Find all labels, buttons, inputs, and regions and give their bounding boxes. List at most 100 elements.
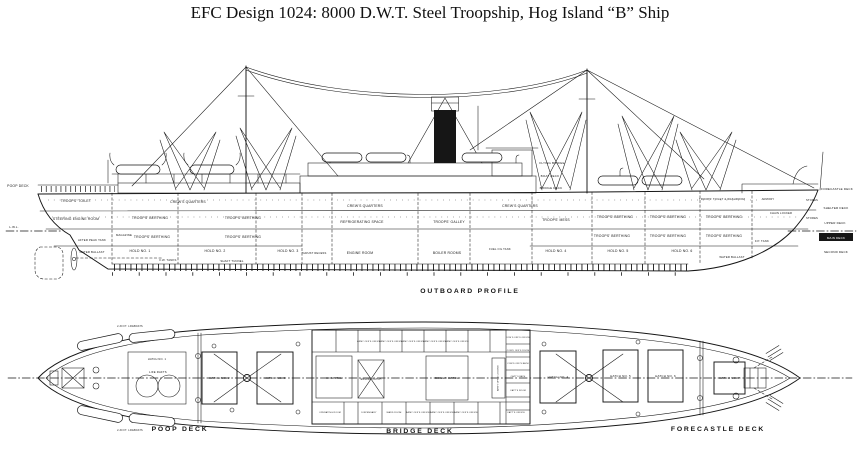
poop-house	[117, 182, 301, 194]
compartment-label: TROOPS' BERTHING	[132, 216, 168, 220]
forecastle-break	[699, 340, 704, 416]
hatch	[713, 361, 746, 395]
compartment-label: MAGAZINE	[116, 233, 132, 237]
deck-level-label: SHELTER DECK	[824, 206, 849, 210]
hatch	[602, 349, 639, 403]
hatch-label: HATCH NO. 5	[610, 374, 631, 378]
room-label: ENGINE HATCH	[361, 378, 382, 381]
compartment-label: TROOPS' TOILET & WASHROOM	[699, 197, 746, 201]
deck-caption: BRIDGE DECK	[386, 428, 453, 435]
mainmast-plan	[243, 374, 251, 382]
kingpost-circles	[195, 353, 703, 403]
room-label: ARMY OFF'S OFFICE	[357, 340, 381, 343]
funnel-collar	[431, 96, 459, 112]
aerial-wires	[245, 66, 588, 98]
room-label: ARMY OFF'S OFFICE	[423, 340, 447, 343]
hatch-label: HATCH NO. 6	[655, 374, 676, 378]
compartment-label: HOLD NO. 1	[129, 249, 150, 253]
jackstaff	[819, 151, 824, 191]
deck-level-label: UPPER DECK	[824, 221, 845, 225]
deck-level-label: POOP DECK	[7, 184, 29, 188]
compartment-label: TROOPS' BERTHING	[706, 215, 742, 219]
funnel-guys	[407, 97, 483, 164]
compartment-label: HOLD NO. 4	[545, 249, 566, 253]
compartment-label: HOLD NO. 2	[204, 249, 225, 253]
room-label: COM'D OFF'S OFFICE	[506, 337, 530, 339]
compartment-label: HOLD NO. 3	[277, 249, 298, 253]
compartment-label: TROOPS' BERTHING	[706, 234, 742, 238]
room-label: ARMY OFF'S OFFICE	[379, 340, 403, 343]
mast-stays	[131, 66, 815, 189]
room-label: OPERATING ROOM	[319, 411, 341, 414]
room-label: ARMY OFF'S OFFICE	[454, 411, 478, 414]
derrick-cluster	[525, 111, 587, 191]
compartment-label: STORES	[806, 216, 818, 220]
hatch	[256, 351, 294, 405]
compartment-label: TROOPS' BERTHING	[650, 234, 686, 238]
compartment-label: SHAFT TUNNEL	[220, 259, 243, 263]
room-label: DISPENSARY	[361, 411, 377, 414]
foremast-booms	[555, 353, 624, 403]
compartment-label: TROOPS' TOILET	[61, 199, 91, 203]
windlass	[743, 367, 767, 389]
sheer-line	[37, 189, 819, 195]
room-label: ARMY OFF'S OFFICE	[401, 340, 425, 343]
deck-level-label: BRIDGE DECK	[540, 186, 563, 190]
compartment-label: CREW'S QUARTERS	[170, 200, 206, 204]
room-label: ARMY OFF'S OFFICE	[445, 340, 469, 343]
anchor	[765, 395, 784, 411]
main-deck-label-box	[819, 233, 853, 241]
poop-deckhouse	[127, 351, 187, 405]
davits	[109, 152, 241, 166]
compartment-label: REFRIGERATING SPACE	[340, 220, 384, 224]
room-label: ARMY OFF'S OFFICE	[406, 411, 430, 414]
bridge-deckhouse	[311, 329, 531, 425]
compartment-label: FUEL OIL TANK	[489, 247, 511, 251]
derrick-cluster	[675, 131, 737, 191]
upper-deck-line	[39, 209, 817, 212]
derrick-cluster	[235, 127, 297, 191]
compartment-label: STORES	[806, 198, 818, 202]
compartment-label: STEERING ENGINE ROOM	[53, 217, 99, 221]
room-label: ARMY OFF'S LOUNGE	[497, 365, 500, 391]
deck-level-label: FLYING BRIDGE	[539, 161, 564, 165]
compartment-label: TROOPS' MESS	[542, 218, 570, 222]
bridge-house-partitions	[311, 329, 531, 425]
lifeboat-plan	[128, 413, 176, 427]
room-label: LIFE RAFTS	[149, 370, 167, 374]
room-label: HOSPITAL	[326, 376, 342, 380]
hatch	[201, 351, 238, 405]
compartment-label: F.W. TANKS	[159, 258, 176, 262]
capstan	[732, 356, 740, 364]
compartment-label: ARMORY	[762, 197, 775, 201]
capstan	[92, 366, 100, 374]
hatch-label: HATCH NO. 2	[209, 376, 230, 380]
outboard-profile-caption: OUTBOARD PROFILE	[420, 288, 519, 295]
capstan	[732, 392, 740, 400]
anchor	[765, 345, 784, 361]
compartment-label: HOLD NO. 5	[607, 249, 628, 253]
compartment-label: AFTER PEAK TANK	[78, 238, 106, 242]
derrick-cluster	[159, 131, 221, 191]
lifeboat-plan	[77, 333, 123, 351]
lifeboats-profile	[115, 152, 683, 186]
deck-vents	[211, 339, 641, 417]
funnel	[434, 110, 456, 163]
room-label: ARMY OFF'S OFFICE	[430, 411, 454, 414]
compartment-label: TROOPS' BERTHING	[594, 234, 630, 238]
room-label: CAPT'S OFFICE	[507, 411, 525, 414]
compartment-label: TROOPS' BERTHING	[597, 215, 633, 219]
life-raft	[157, 374, 181, 398]
hatch-label: HATCH NO. 4	[548, 375, 569, 379]
compartment-label: F.P. TANK	[755, 239, 769, 243]
lifeboat-plan	[128, 329, 176, 343]
room-label: WARD ROOM	[387, 411, 402, 414]
hull-outline	[37, 189, 819, 272]
deck-level-label: BOAT DECK	[541, 174, 560, 178]
hospital-room	[315, 355, 353, 399]
room-label: 2-30 FT. LIFEBOATS	[117, 429, 143, 432]
